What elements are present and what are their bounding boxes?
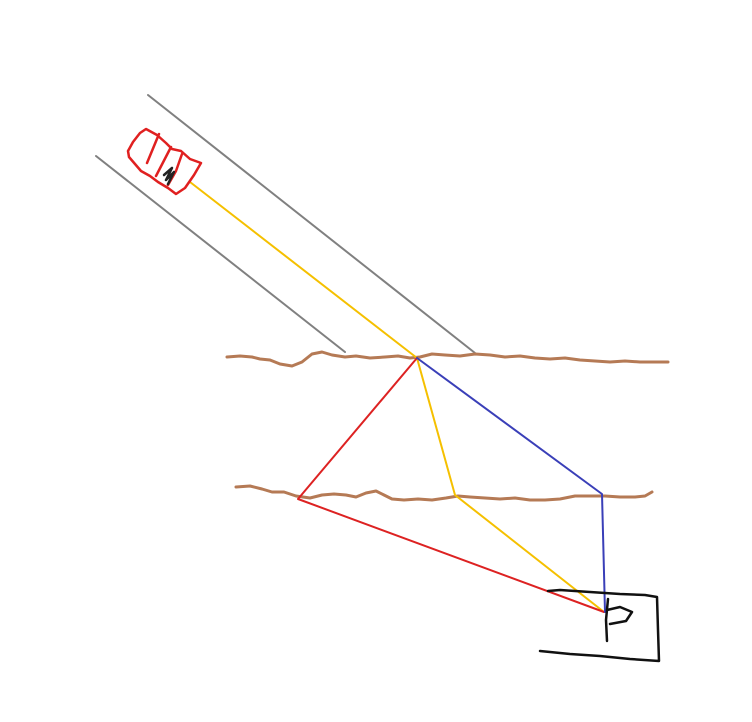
parking-sign-icon xyxy=(538,588,661,663)
receiver-box xyxy=(538,588,661,663)
car-divider-rear xyxy=(154,145,173,178)
car-scribble xyxy=(162,166,176,186)
sign-pole xyxy=(604,597,610,643)
lower-brown-layer xyxy=(234,484,654,502)
yellow-path xyxy=(189,181,605,613)
car-body xyxy=(126,127,203,196)
sign-p-loop xyxy=(605,605,634,626)
corridor-lower-line xyxy=(95,155,346,353)
blue-path xyxy=(416,357,606,613)
car-icon xyxy=(126,127,203,196)
corridor-lines xyxy=(95,94,476,354)
upper-brown-layer xyxy=(225,350,670,368)
car-divider-front xyxy=(145,132,161,165)
corridor-upper-line xyxy=(147,94,476,354)
red-path xyxy=(297,357,605,613)
